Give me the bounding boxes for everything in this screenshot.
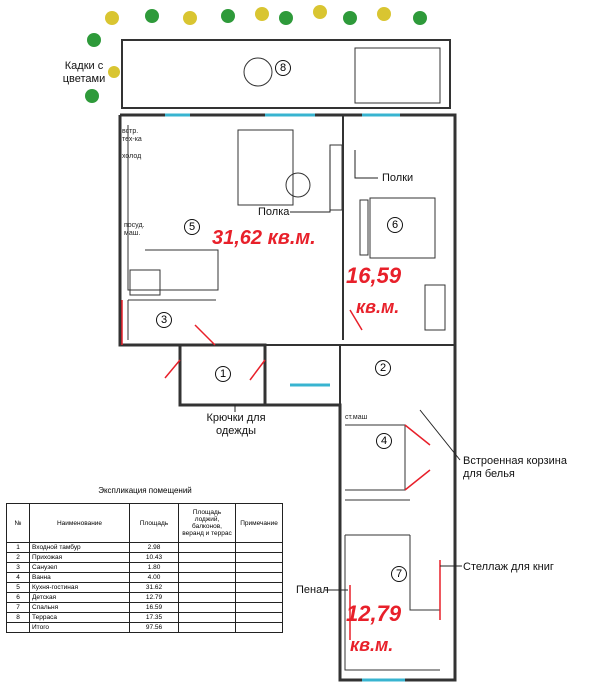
room-number-5: 5	[184, 219, 200, 235]
cell-empty	[235, 582, 283, 593]
cell-n: 2	[6, 552, 30, 563]
cell-area: 31.62	[129, 582, 179, 593]
room7-area-num: 12,79	[346, 601, 402, 626]
cell-name: Прихожая	[29, 552, 130, 563]
cell-empty	[178, 542, 236, 553]
cell-area: 16.59	[129, 602, 179, 613]
rooms-table: № Наименование Площадь Площадь лоджий, б…	[6, 503, 283, 633]
cell-empty	[235, 542, 283, 553]
trees	[85, 5, 427, 103]
room6-area-unit: кв.м.	[356, 297, 400, 317]
cell-empty	[178, 582, 236, 593]
cell-empty	[235, 592, 283, 603]
hooks-label: Крючки для одежды	[206, 412, 266, 437]
pencil-case-label: Пенал	[296, 584, 329, 596]
header-terrace-area: Площадь лоджий, балконов, веранд и терра…	[178, 503, 236, 543]
cell-n: 3	[6, 562, 30, 573]
kitchen-area: 31,62 кв.м.	[212, 227, 316, 249]
room-number-7: 7	[391, 566, 407, 582]
cell-empty	[235, 562, 283, 573]
shelf-label: Полка	[258, 206, 290, 218]
cell-name: Детская	[29, 592, 130, 603]
cell-area: 12.79	[129, 592, 179, 603]
walls	[118, 39, 457, 682]
cell-empty	[235, 612, 283, 623]
cell-n: 7	[6, 602, 30, 613]
cell-n: 8	[6, 612, 30, 623]
shelves-label: Полки	[382, 172, 414, 184]
cell-empty	[235, 622, 283, 633]
room-number-3: 3	[156, 312, 172, 328]
cell-name: Терраса	[29, 612, 130, 623]
cell-empty	[178, 552, 236, 563]
windows	[165, 113, 405, 682]
bookshelf-label: Стеллаж для книг	[463, 561, 554, 573]
header-name: Наименование	[29, 503, 130, 543]
room-number-4: 4	[376, 433, 392, 449]
cell-name: Кухня-гостиная	[29, 582, 130, 593]
cell-empty	[178, 562, 236, 573]
cell-empty	[178, 572, 236, 583]
room6-area-num: 16,59	[346, 263, 402, 288]
room-number-6: 6	[387, 217, 403, 233]
room-number-8: 8	[275, 60, 291, 76]
cell-empty	[235, 572, 283, 583]
cell-empty	[178, 592, 236, 603]
cell-empty	[178, 602, 236, 613]
cell-area: 1.80	[129, 562, 179, 573]
header-area: Площадь	[129, 503, 179, 543]
cell-name: Санузел	[29, 562, 130, 573]
header-no: №	[6, 503, 30, 543]
leader-lines	[234, 150, 462, 591]
room-number-1: 1	[215, 366, 231, 382]
doors	[121, 300, 441, 640]
cell-empty	[178, 612, 236, 623]
cell-area: 17.35	[129, 612, 179, 623]
cell-n	[6, 622, 30, 633]
cell-n: 5	[6, 582, 30, 593]
room-number-2: 2	[375, 360, 391, 376]
header-note: Примечание	[235, 503, 283, 543]
cell-name: Ванна	[29, 572, 130, 583]
cell-name: Входной тамбур	[29, 542, 130, 553]
planters-label: Кадки с цветами	[62, 60, 106, 85]
washer-label: ст.маш	[345, 414, 368, 421]
cell-area: 10.43	[129, 552, 179, 563]
dishwasher-label: посуд. маш.	[124, 222, 145, 237]
cell-n: 6	[6, 592, 30, 603]
table-title: Экспликация помещений	[98, 486, 192, 495]
cell-empty	[178, 622, 236, 633]
cell-name: Итого	[29, 622, 130, 633]
fridge-label: холод	[122, 153, 142, 160]
laundry-label: Встроенная корзина для белья	[463, 455, 567, 480]
cell-n: 4	[6, 572, 30, 583]
cell-n: 1	[6, 542, 30, 553]
cell-area: 2.98	[129, 542, 179, 553]
cell-area: 4.00	[129, 572, 179, 583]
table-header: № Наименование Площадь Площадь лоджий, б…	[6, 503, 283, 543]
appliances-label: встр. тех-ка	[122, 128, 142, 143]
cell-empty	[235, 602, 283, 613]
cell-empty	[235, 552, 283, 563]
room7-area-unit: кв.м.	[350, 635, 394, 655]
cell-name: Спальня	[29, 602, 130, 613]
cell-area: 97.56	[129, 622, 179, 633]
